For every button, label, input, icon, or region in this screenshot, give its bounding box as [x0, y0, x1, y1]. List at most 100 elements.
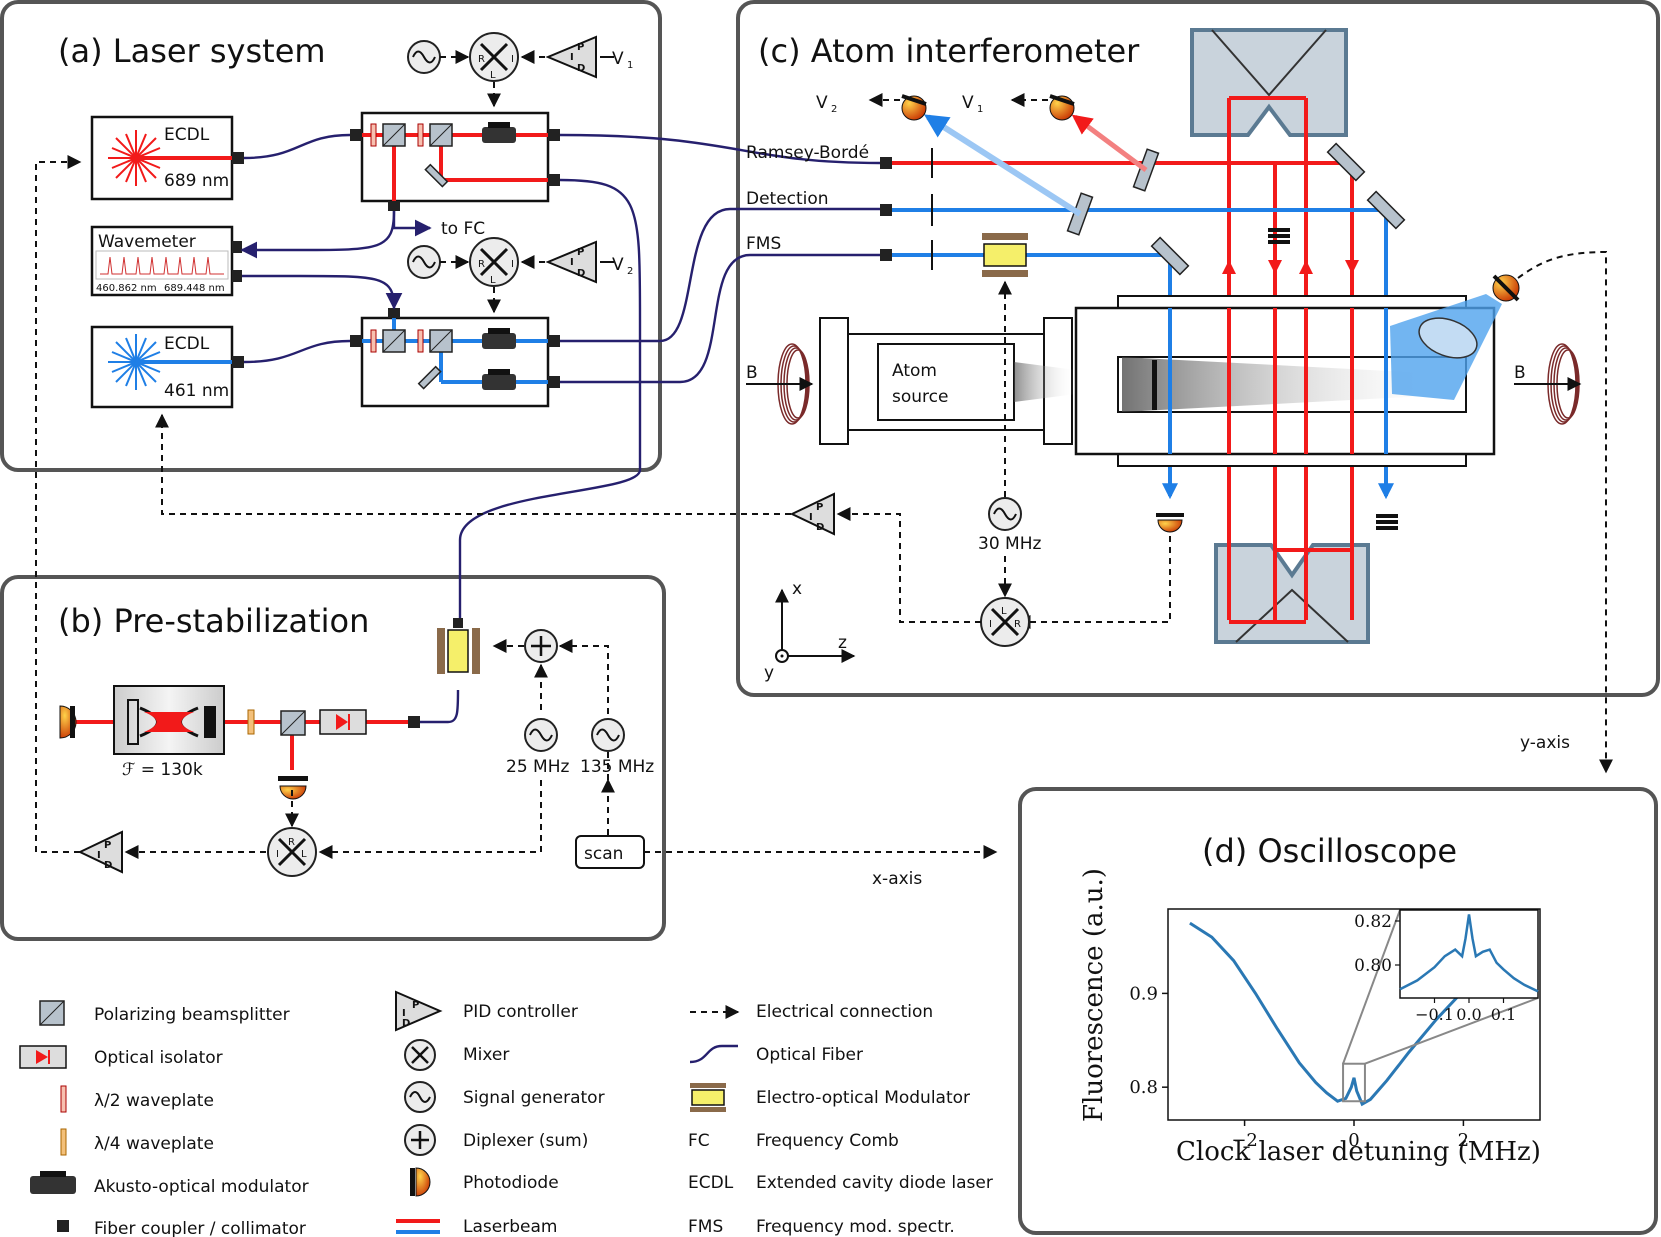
inset-x-tick-label: 0.0 [1456, 1005, 1481, 1024]
scan-label: scan [584, 844, 623, 864]
wavemeter: Wavemeter 460.862 nm 689.448 nm [90, 225, 234, 297]
fiber [243, 133, 351, 160]
legend-label: λ/2 waveplate [94, 1091, 214, 1111]
scan-box: scan [575, 835, 645, 869]
fiber-couplers [232, 129, 560, 388]
pid-letter-d: D [402, 1018, 410, 1029]
wavemeter-reading-blue: 460.862 nm [96, 283, 157, 294]
fiber [243, 339, 351, 364]
signal-gen-135: 135 MHz [580, 718, 654, 835]
pid-icon [789, 492, 835, 536]
pid-letter-p: P [816, 502, 823, 513]
fiber-to-wavemeter [242, 274, 403, 310]
signal-gen-25: 25 MHz [506, 718, 569, 777]
mixer-port-i: I [511, 259, 514, 270]
y-axis-label: Fluorescence (a.u.) [1079, 868, 1109, 1122]
atom-source-line1: Atom [892, 361, 937, 381]
panel-c-title: (c) Atom interferometer [758, 32, 1140, 70]
inset-x-tick-label: 0.1 [1491, 1005, 1516, 1024]
mixer-port-r: R [478, 259, 485, 270]
y-tick-label: 0.9 [1129, 983, 1158, 1004]
detection-label: Detection [746, 189, 829, 209]
legend-label: Optical isolator [94, 1048, 223, 1068]
y-tick-label: 0.8 [1129, 1077, 1158, 1098]
panel-a-frame [0, 0, 662, 472]
mirror [1366, 190, 1406, 230]
legend-label: Fiber coupler / collimator [94, 1219, 306, 1237]
mixer-port-l: L [301, 849, 307, 860]
legend-key: FC [688, 1131, 710, 1151]
pid-icon [77, 830, 123, 874]
pid-letter-d: D [577, 268, 585, 279]
legend-label: Electrical connection [756, 1002, 933, 1022]
aom [482, 127, 516, 143]
legend-label: Electro-optical Modulator [756, 1088, 970, 1108]
legend-label: Optical Fiber [756, 1045, 863, 1065]
b-field-left: B [746, 363, 758, 383]
ramsey-label: Ramsey-Bordé [746, 143, 869, 163]
prestab-optics: ℱ = 130k [59, 685, 420, 800]
feedback-to-red-ecdl [35, 155, 82, 852]
y-axis-wire [1517, 250, 1613, 774]
fiber-detection [560, 207, 880, 343]
freq-25-label: 25 MHz [506, 757, 569, 777]
photodiode-v2: V 2 [816, 93, 927, 121]
pid-letter-p: P [104, 840, 111, 851]
pid-letter-i: I [402, 1008, 406, 1019]
panel-d-frame [1018, 787, 1658, 1235]
photodiode-detection [1156, 513, 1184, 533]
half-waveplate [417, 123, 424, 147]
v1-c-label: V [962, 93, 974, 113]
pid-letter-d: D [104, 860, 112, 871]
panel-c-frame [736, 0, 1660, 697]
legend-label: Mixer [463, 1045, 509, 1065]
v1-c-sub: 1 [977, 104, 983, 115]
eom-legend-icon [691, 1089, 725, 1106]
wavemeter-label: Wavemeter [98, 232, 196, 252]
pid-letter-d: D [816, 522, 824, 533]
x-tick-label: −2 [1231, 1130, 1258, 1151]
mixer-port-l: L [490, 70, 496, 81]
fiber-fms [560, 253, 880, 384]
feedback-to-blue-ecdl [155, 413, 791, 515]
pid-icon [545, 240, 597, 284]
red-optics-module [354, 111, 550, 205]
pid-legend-icon [395, 990, 443, 1032]
v2-c-sub: 2 [831, 104, 837, 115]
zoom-connector [1364, 997, 1539, 1065]
aom [482, 333, 516, 349]
mixer-port-i: I [511, 54, 514, 65]
finesse-label: ℱ = 130k [122, 760, 203, 780]
fiber-legend-icon [689, 1044, 738, 1064]
pid-letter-i: I [570, 52, 574, 63]
mixer-port-i: I [989, 619, 992, 630]
legend-label: Extended cavity diode laser [756, 1173, 993, 1193]
pid-letter-d: D [577, 63, 585, 74]
ecdl-blue-wavelength: 461 nm [164, 381, 229, 401]
ecdl-red-label: ECDL [164, 125, 210, 145]
mixer-port-r: R [288, 837, 295, 848]
half-waveplate [417, 329, 424, 353]
signal-gen-30: 30 MHz [978, 280, 1041, 598]
legend-label: Polarizing beamsplitter [94, 1005, 290, 1025]
fiber [420, 689, 460, 724]
to-fc-label: to FC [441, 219, 485, 239]
retro-mirror-top [1190, 28, 1348, 137]
eom-b [437, 618, 480, 674]
fiber-to-wavemeter [240, 210, 396, 259]
half-waveplate [370, 329, 377, 353]
pid-letter-p: P [577, 247, 584, 258]
v1-label: V [612, 49, 624, 69]
half-waveplate [370, 123, 377, 147]
fluorescence-series [1189, 921, 1519, 1107]
panel-b-title: (b) Pre-stabilization [58, 602, 369, 640]
half-waveplate-legend-icon [60, 1085, 67, 1113]
v2-label: V [612, 255, 624, 275]
zoom-box [1342, 1062, 1366, 1103]
fms-label: FMS [746, 234, 781, 254]
fiber-coupler-legend-icon [57, 1220, 69, 1232]
mixer-port-r: R [478, 54, 485, 65]
panel-d-title: (d) Oscilloscope [1202, 832, 1457, 870]
